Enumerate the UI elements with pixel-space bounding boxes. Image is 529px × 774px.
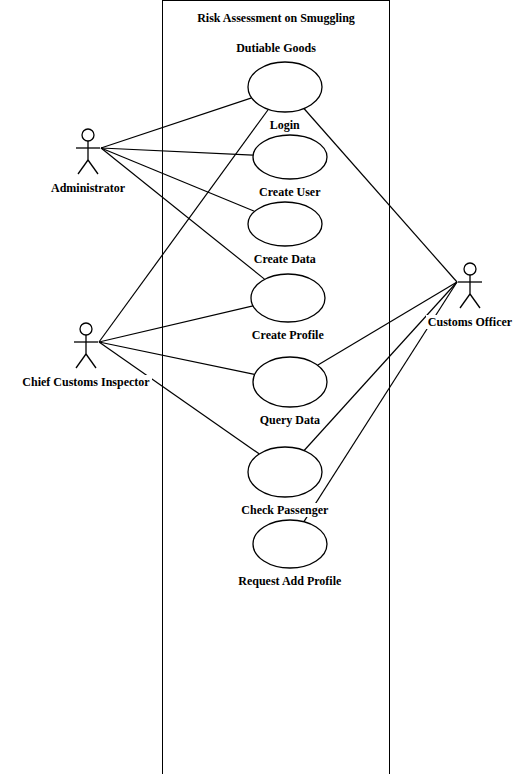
actor-name: Administrator: [49, 181, 127, 195]
actor-name: Chief Customs Inspector: [20, 375, 151, 389]
actor-limb: [85, 335, 86, 354]
association-line: [101, 98, 252, 148]
ellipse-outline: [248, 202, 322, 246]
ellipse-outline: [253, 135, 327, 179]
association-line: [99, 109, 268, 342]
boundary-title: Risk Assessment on Smuggling Dutiable Go…: [190, 3, 362, 63]
actor-head: [80, 323, 92, 335]
use-case-name: Request Add Profile: [236, 574, 343, 588]
ellipse-outline: [253, 520, 327, 568]
use-case-name: Create User: [257, 185, 322, 199]
actor-head: [82, 129, 94, 141]
actor-limb: [460, 294, 470, 308]
actor-limb: [76, 354, 86, 368]
use-case-ellipse: [251, 518, 329, 570]
stick-figure: [66, 322, 106, 370]
actor-limb: [458, 281, 482, 282]
system-title: Risk Assessment on Smuggling Dutiable Go…: [163, 3, 389, 63]
use-case: Check Passenger: [200, 445, 370, 518]
use-case: Query Data: [205, 355, 375, 428]
use-case-label-row: Login: [200, 115, 370, 133]
use-case-ellipse: [251, 133, 329, 181]
actor-name: Customs Officer: [426, 315, 514, 329]
ellipse-outline: [251, 274, 325, 322]
ellipse-outline: [253, 357, 327, 407]
use-case: Create Data: [200, 200, 370, 267]
actor-head: [464, 263, 476, 275]
use-case-name: Check Passenger: [239, 503, 330, 517]
actor-limb: [470, 294, 480, 308]
actor: Customs Officer: [380, 262, 529, 330]
use-case: Request Add Profile: [205, 518, 375, 589]
actor-limb: [78, 160, 88, 174]
use-case-ellipse: [251, 355, 329, 409]
use-case-name: Create Profile: [250, 328, 326, 342]
actor-limb: [76, 147, 100, 148]
stick-figure: [450, 262, 490, 310]
use-case-label-row: Create User: [205, 182, 375, 200]
actor-limb: [88, 160, 98, 174]
use-case-label-row: Check Passenger: [200, 500, 370, 518]
actor-label-row: Administrator: [0, 178, 178, 196]
association-line: [101, 148, 254, 211]
ellipse-outline: [248, 447, 322, 497]
actor-limb: [74, 341, 98, 342]
association-line: [99, 342, 259, 454]
actor-limb: [469, 275, 470, 294]
actor-limb: [87, 141, 88, 160]
system-boundary: Risk Assessment on Smuggling Dutiable Go…: [162, 0, 390, 774]
use-case: Create Profile: [203, 272, 373, 343]
actor-label-row: Customs Officer: [380, 312, 529, 330]
actor-limb: [86, 354, 96, 368]
use-case-ellipse: [249, 272, 327, 324]
use-case-label-row: Create Profile: [203, 325, 373, 343]
ellipse-outline: [248, 62, 322, 112]
use-case-ellipse: [246, 60, 324, 114]
use-case-label-row: Request Add Profile: [205, 571, 375, 589]
association-line: [101, 148, 253, 155]
use-case-name: Query Data: [258, 413, 322, 427]
use-case-ellipse: [246, 445, 324, 499]
association-line: [304, 282, 457, 450]
actor-label-row: Chief Customs Inspector: [0, 372, 176, 390]
use-case-ellipse: [246, 200, 324, 248]
actor: Chief Customs Inspector: [0, 322, 176, 390]
use-case: Login: [200, 60, 370, 133]
use-case-name: Login: [268, 118, 302, 132]
use-case-label-row: Create Data: [200, 249, 370, 267]
use-case: Create User: [205, 133, 375, 200]
use-case-name: Create Data: [252, 252, 318, 266]
actor: Administrator: [0, 128, 178, 196]
use-case-label-row: Query Data: [205, 410, 375, 428]
association-line: [99, 306, 253, 342]
stick-figure: [68, 128, 108, 176]
association-line: [101, 148, 265, 279]
association-line: [304, 108, 457, 282]
